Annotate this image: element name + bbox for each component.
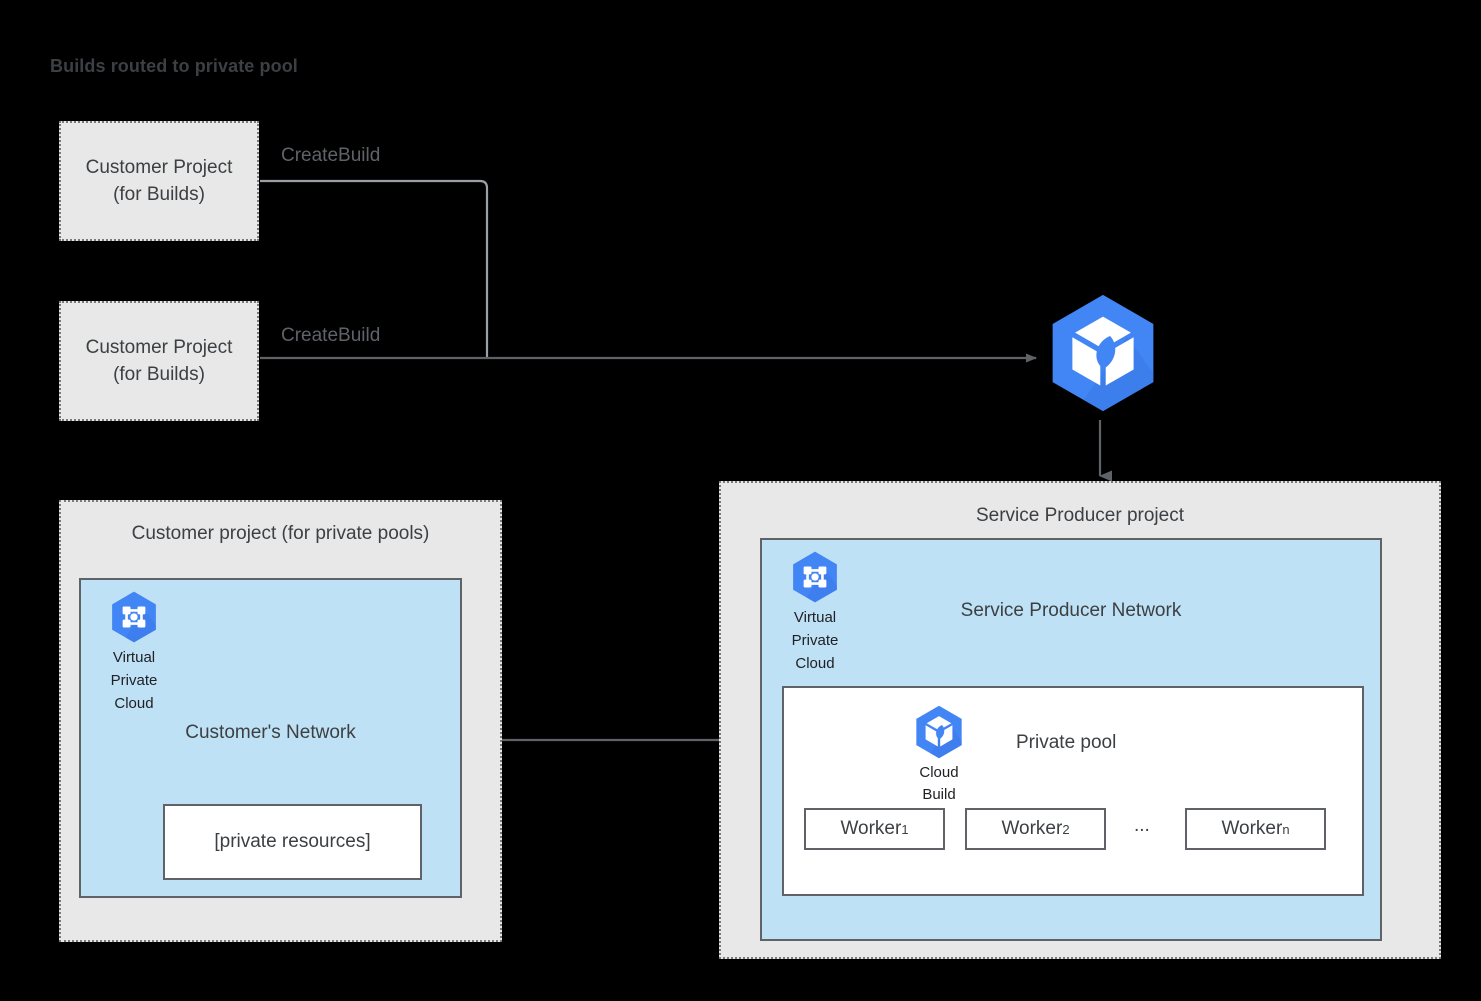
customer-project-builds-box-2: Customer Project (for Builds): [59, 301, 259, 421]
vpc-caption-line-2: Private: [110, 672, 158, 689]
customer-project-builds-line2: (for Builds): [113, 184, 205, 205]
producer-vpc-group: Virtual Private Cloud: [779, 549, 851, 674]
worker-label: Worker: [840, 818, 902, 839]
private-resources-label: [private resources]: [214, 831, 371, 852]
virtual-private-cloud-icon: [112, 591, 156, 643]
customers-network-box: Virtual Private Cloud Customer's Network…: [79, 578, 462, 898]
worker-subscript: n: [1282, 821, 1290, 837]
virtual-private-cloud-icon: [793, 551, 837, 603]
worker-ellipsis: ...: [1134, 815, 1150, 836]
vpc-caption-line-3: Cloud: [114, 695, 154, 712]
worker-subscript: 2: [1062, 821, 1070, 837]
customer-project-builds-line1: Customer Project: [85, 157, 233, 178]
private-resources-box: [private resources]: [163, 804, 422, 880]
cloud-build-caption-line-2: Build: [922, 786, 956, 803]
customer-private-pool-project-title: Customer project (for private pools): [131, 523, 430, 544]
customer-project-builds-line2: (for Builds): [113, 364, 205, 385]
service-producer-network-label: Service Producer Network: [960, 600, 1182, 621]
service-producer-project-title: Service Producer project: [975, 505, 1185, 526]
service-producer-network-box: Virtual Private Cloud Service Producer N…: [760, 538, 1382, 941]
vpc-caption-line-2: Private: [791, 632, 839, 649]
worker-subscript: 1: [901, 821, 909, 837]
cloud-build-caption-line-1: Cloud: [919, 764, 959, 781]
worker-label: Worker: [1001, 818, 1063, 839]
worker-label: Worker: [1221, 818, 1283, 839]
cloud-build-icon: [916, 705, 962, 759]
page-title: Builds routed to private pool: [50, 56, 298, 76]
customer-project-builds-box-1: Customer Project (for Builds): [59, 121, 259, 241]
createbuild-label-1: CreateBuild: [281, 145, 381, 166]
vpc-caption-line-3: Cloud: [795, 655, 835, 672]
cloud-build-icon: [1041, 291, 1165, 415]
vpc-caption-line-1: Virtual: [112, 649, 156, 666]
vpc-caption-line-1: Virtual: [793, 609, 837, 626]
customer-project-builds-line1: Customer Project: [85, 337, 233, 358]
private-pool-label: Private pool: [1016, 732, 1117, 753]
cloud-build-group: Cloud Build: [907, 703, 971, 805]
createbuild-label-2: CreateBuild: [281, 325, 381, 346]
customers-vpc-group: Virtual Private Cloud: [98, 589, 170, 714]
customers-network-label: Customer's Network: [185, 722, 356, 743]
